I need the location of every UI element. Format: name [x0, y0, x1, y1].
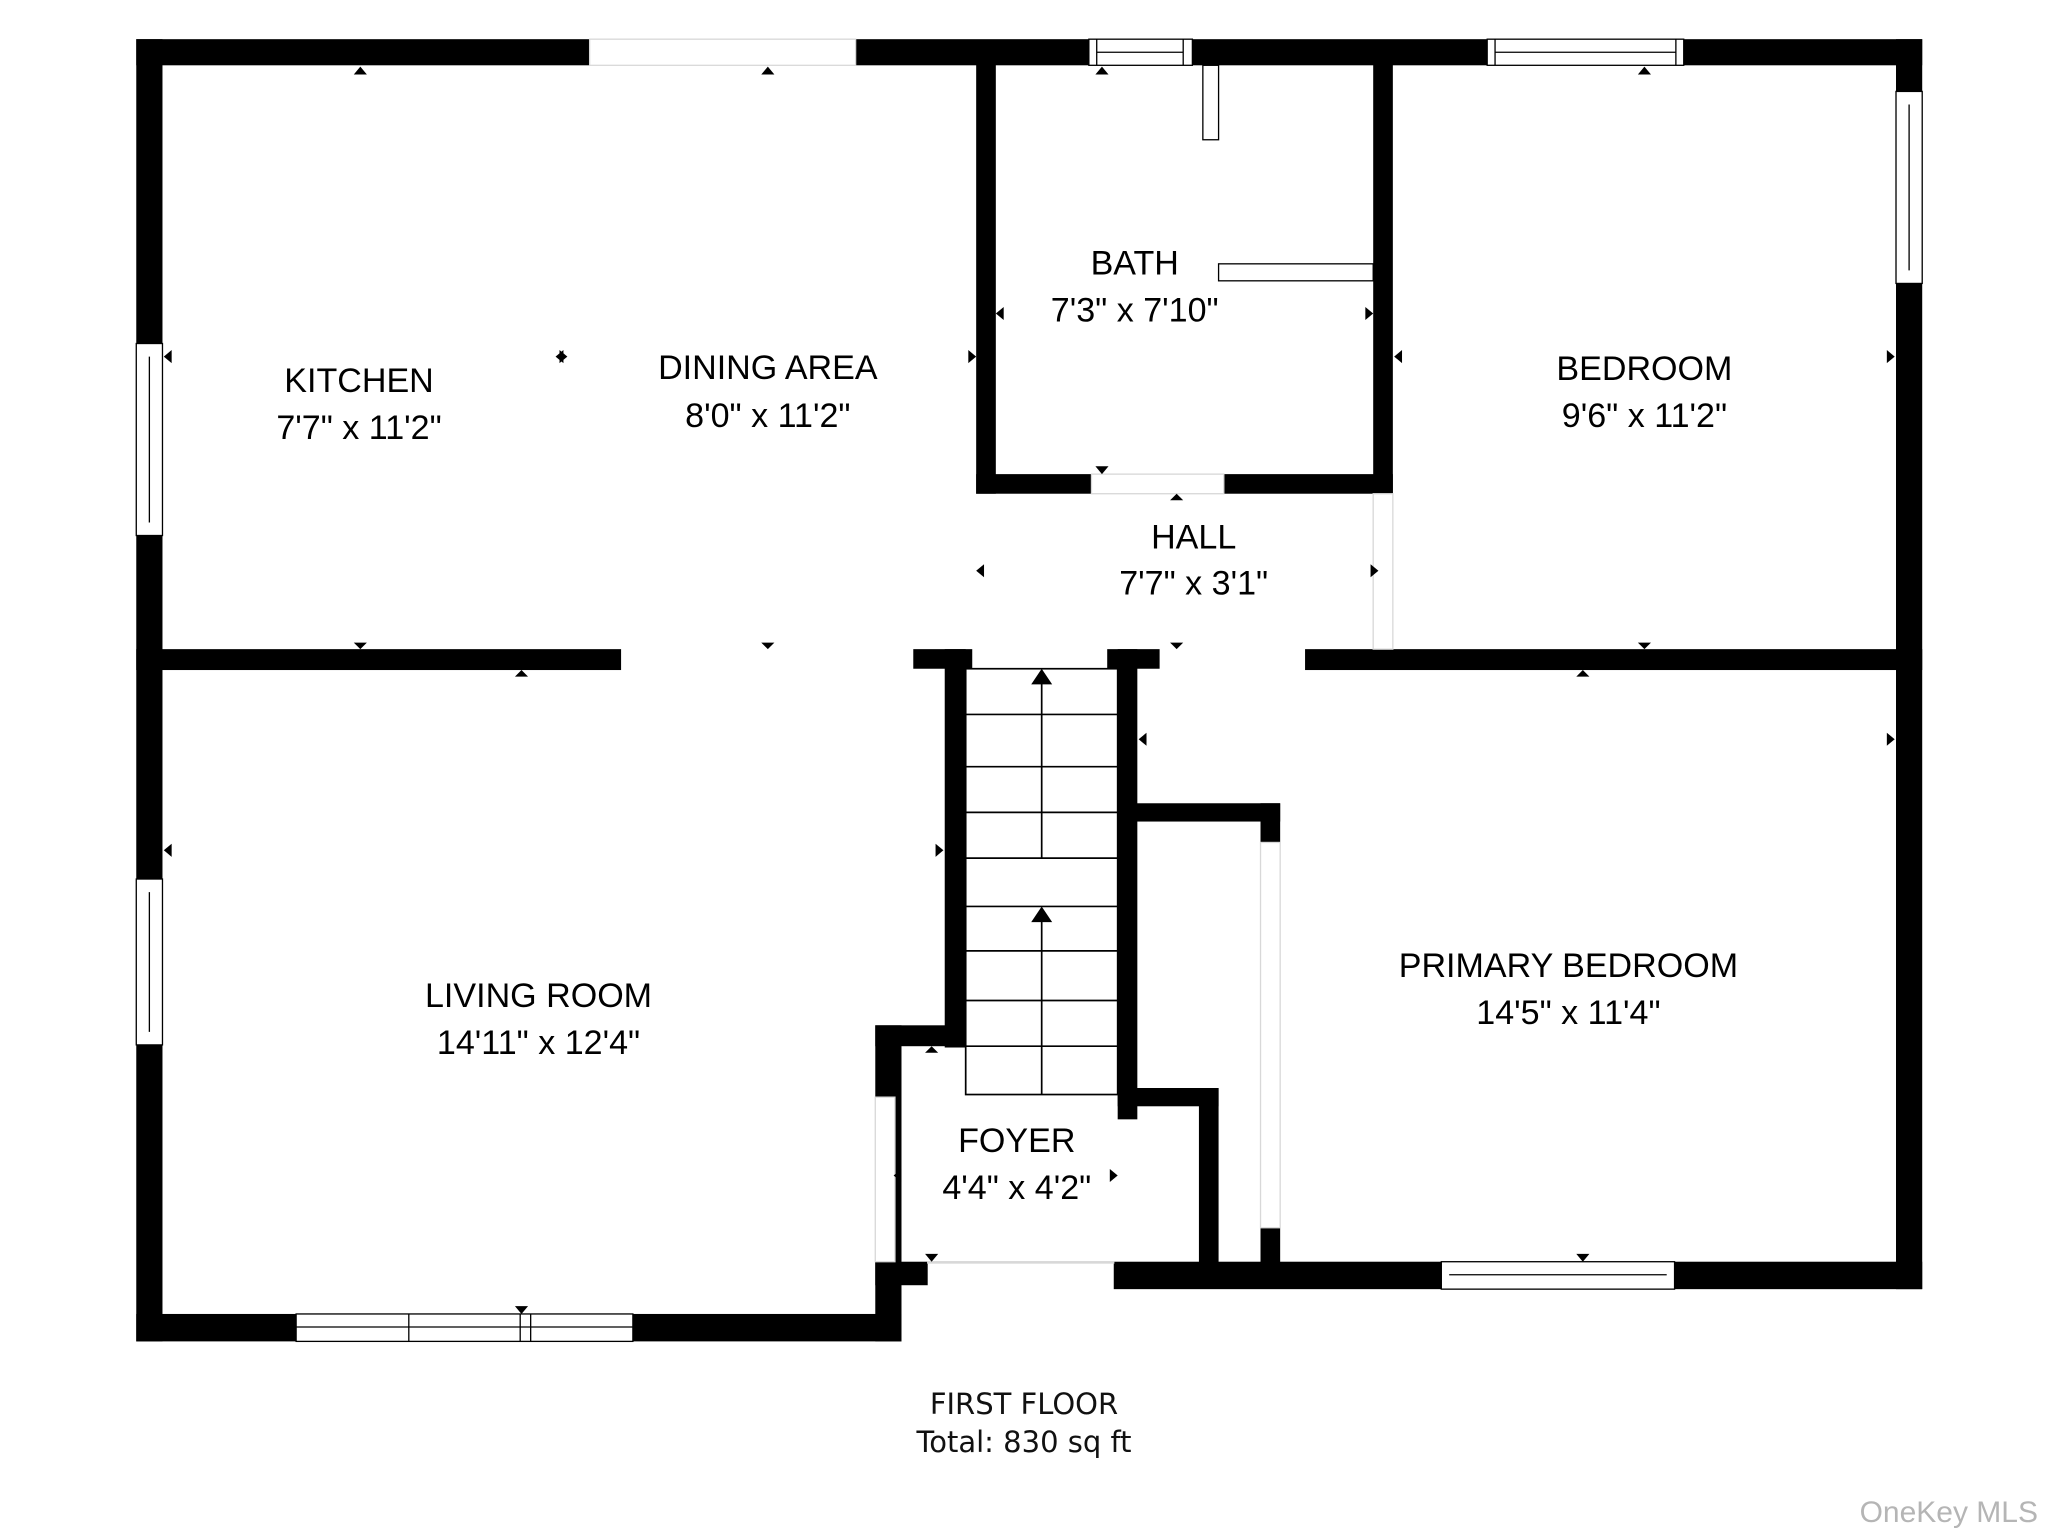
room-dims-primary-bedroom: 14'5" x 11'4": [1476, 994, 1660, 1032]
room-dims-living-room: 14'11" x 12'4": [437, 1024, 640, 1062]
floor-name: FIRST FLOOR: [929, 1387, 1119, 1421]
stair-up-arrow-icon: [1031, 668, 1053, 685]
room-dims-foyer: 4'4" x 4'2": [942, 1169, 1091, 1207]
floor-total-area: Total: 830 sq ft: [916, 1425, 1132, 1459]
staircase: [964, 667, 1119, 1096]
room-dims-bath: 7'3" x 7'10": [1051, 291, 1219, 329]
walls: [136, 39, 1923, 1342]
room-dims-dining-area: 8'0" x 11'2": [685, 397, 850, 435]
room-name-bath: BATH: [1091, 244, 1179, 282]
room-name-kitchen: KITCHEN: [284, 362, 433, 400]
room-name-primary-bedroom: PRIMARY BEDROOM: [1399, 947, 1738, 985]
room-labels: KITCHEN 7'7" x 11'2" DINING AREA 8'0" x …: [276, 244, 1738, 1207]
stair-up-arrow-icon: [1031, 906, 1053, 923]
room-name-living-room: LIVING ROOM: [425, 977, 652, 1015]
room-dims-bedroom: 9'6" x 11'2": [1562, 397, 1727, 435]
room-name-hall: HALL: [1151, 519, 1236, 557]
windows: [135, 38, 1923, 1343]
dimension-markers: [163, 66, 1895, 1314]
room-dims-kitchen: 7'7" x 11'2": [276, 409, 441, 447]
room-dims-hall: 7'7" x 3'1": [1119, 564, 1268, 602]
watermark: OneKey MLS: [1859, 1496, 2038, 1529]
room-name-dining-area: DINING AREA: [658, 349, 878, 387]
room-name-foyer: FOYER: [958, 1122, 1075, 1160]
room-name-bedroom: BEDROOM: [1556, 350, 1732, 388]
